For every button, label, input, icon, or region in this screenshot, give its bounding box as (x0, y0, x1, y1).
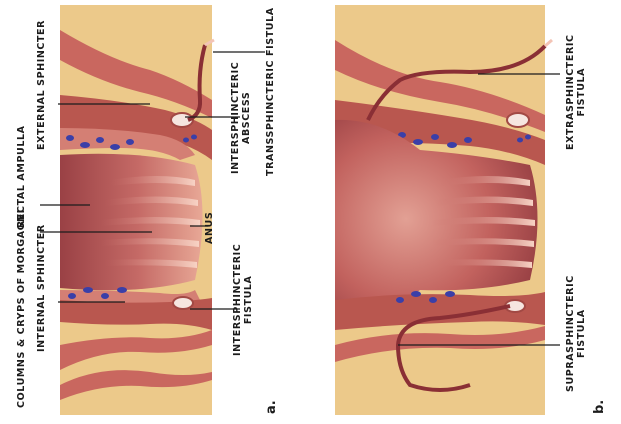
label-extrasphincteric-fistula: EXTRASPHINCTERIC FISTULA (565, 34, 587, 150)
label-columns-crypts: COLUMNS & CRYPS OF MORGAGNI (16, 209, 27, 408)
panel-b-upper-opening (507, 113, 529, 127)
panel-a-intersphincteric-fistula-opening (173, 297, 193, 309)
label-intersphincteric-fistula: INTERSPHINCTERIC FISTULA (232, 244, 254, 356)
label-suprasphincteric-fistula: SUPRASPHINCTERIC FISTULA (565, 275, 587, 392)
label-intersphincteric-abscess: INTERSPHINCTERIC ABSCESS (230, 62, 252, 174)
label-transsphincteric-fistula: TRANSSPHINCTERIC FISTULA (265, 7, 276, 176)
label-internal-sphincter: INTERNAL SPHINCTER (36, 224, 47, 352)
panel-b (335, 5, 560, 415)
label-anus: ANUS (204, 212, 215, 244)
label-external-sphincter: EXTERNAL SPHINCTER (36, 20, 47, 150)
panel-b-letter: b. (592, 400, 607, 414)
panel-a-letter: a. (264, 400, 279, 414)
